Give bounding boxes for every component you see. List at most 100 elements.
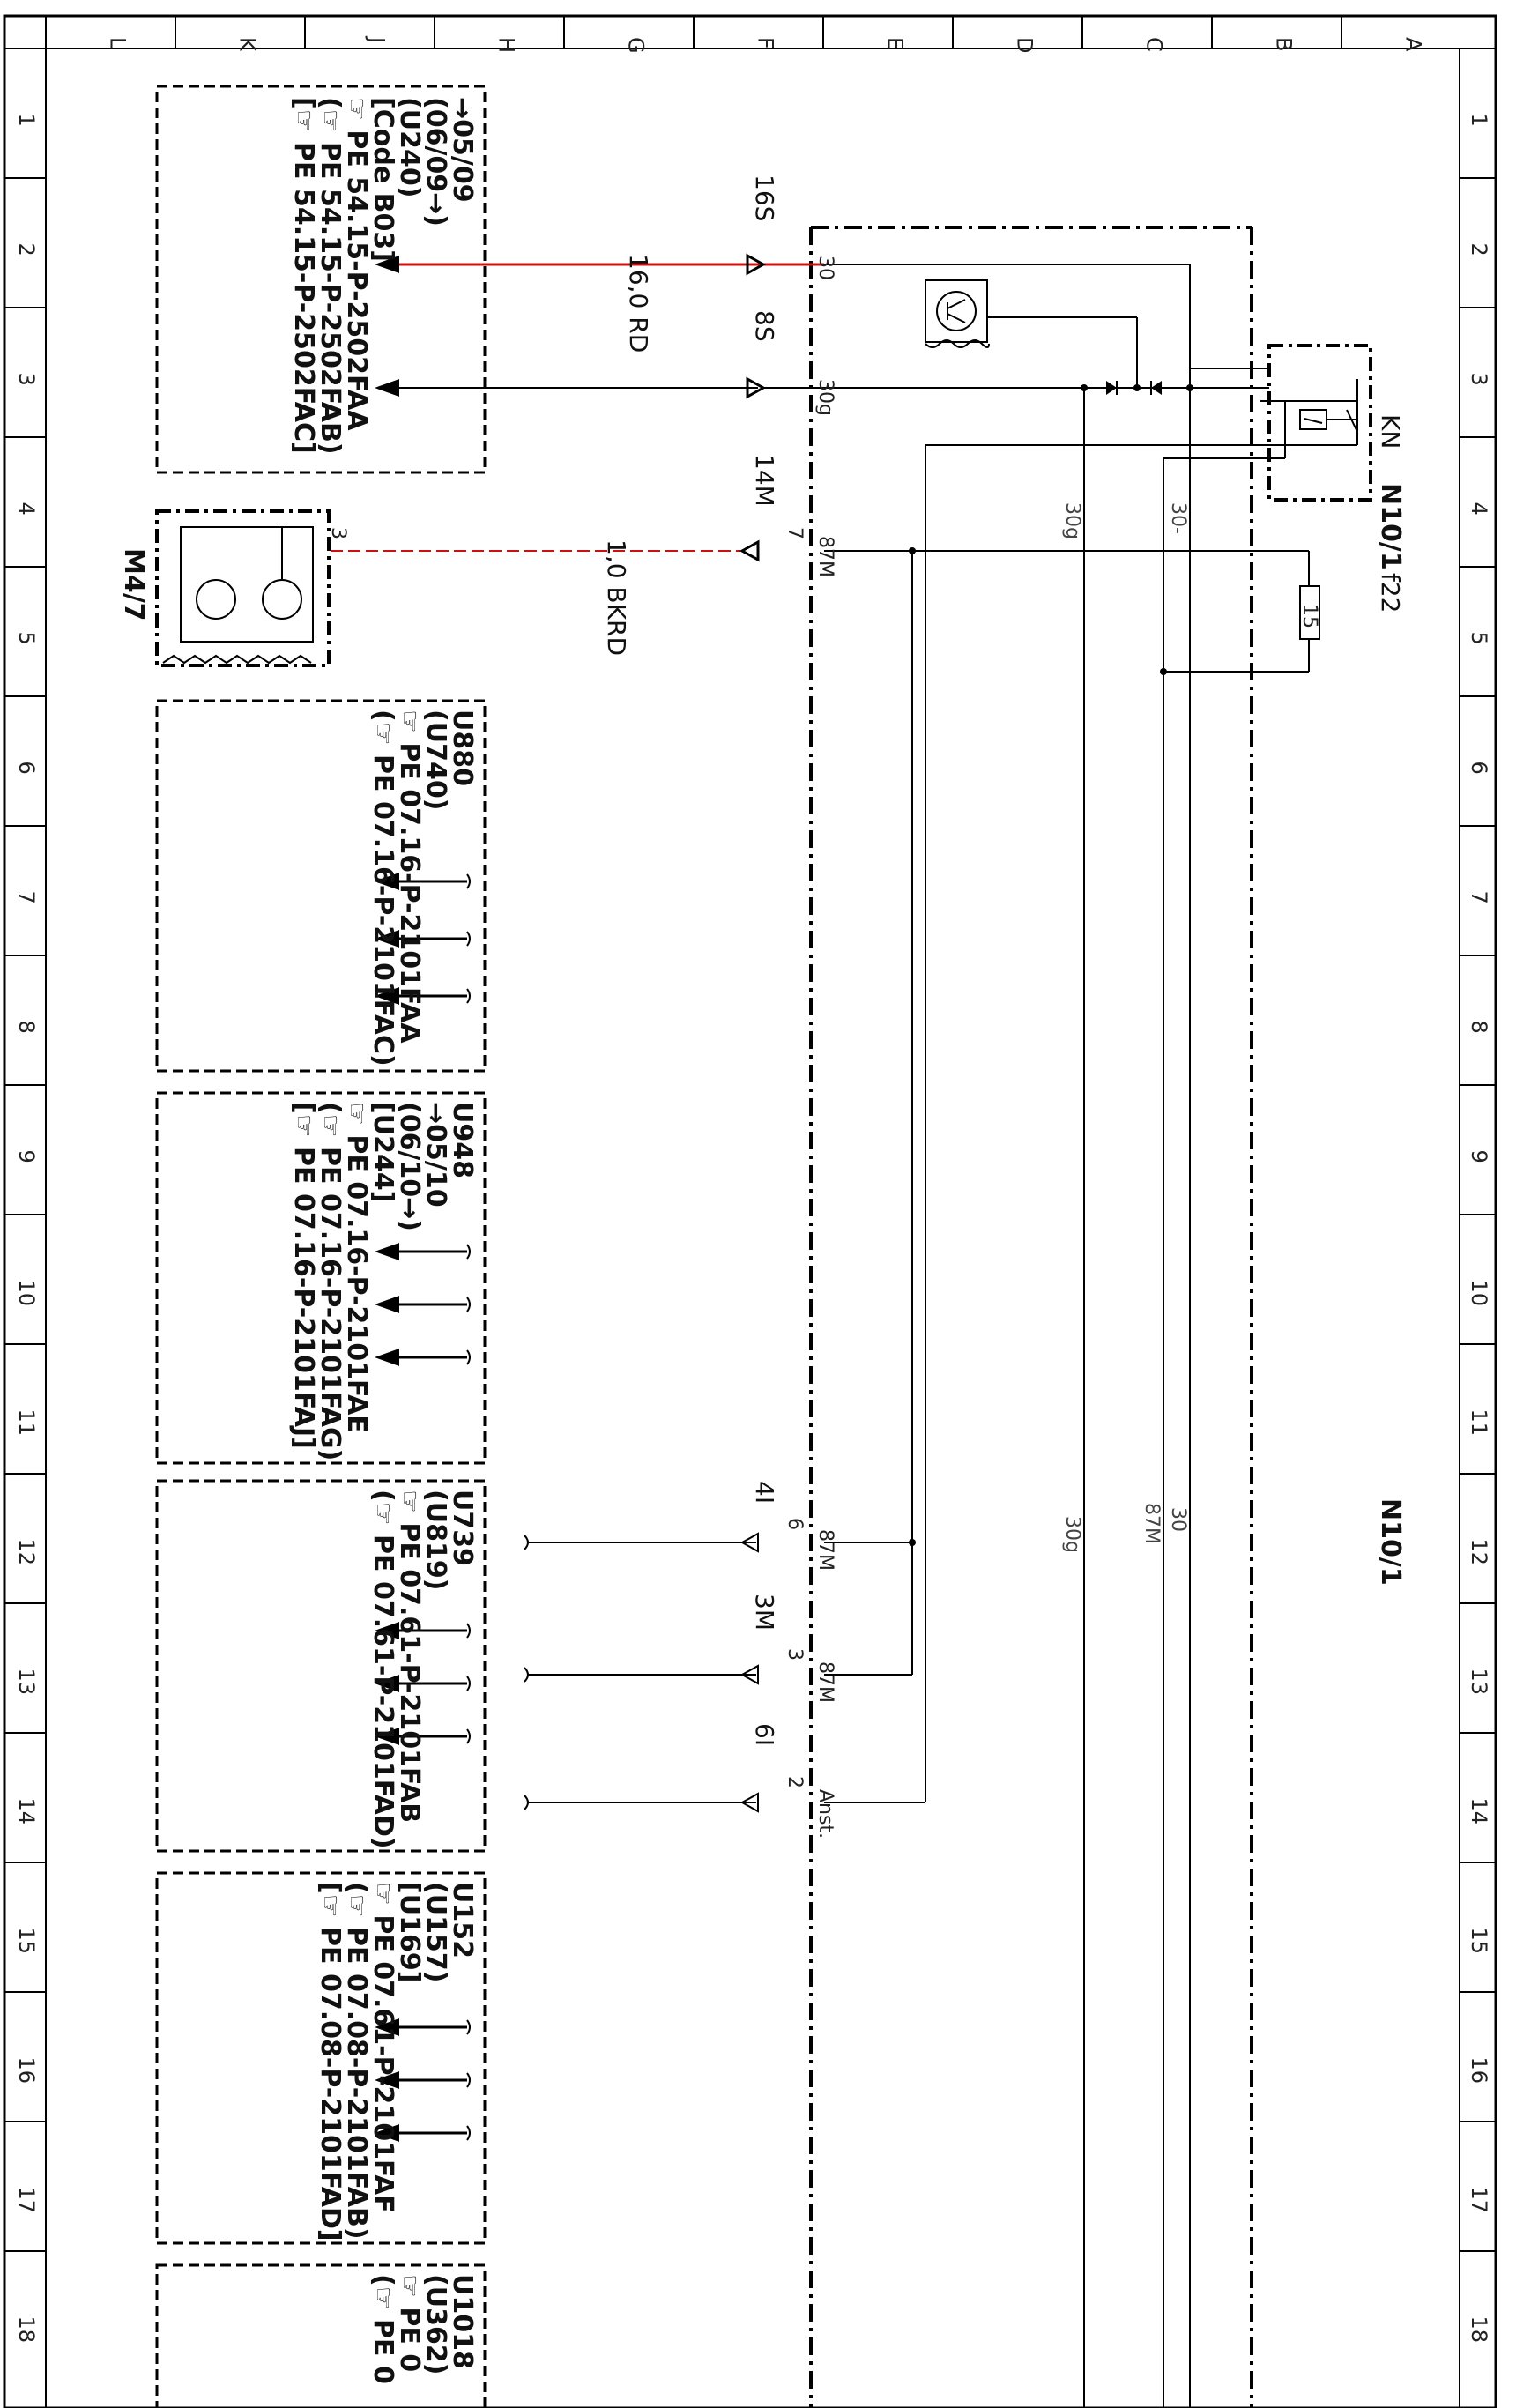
ruler-number-right-1: 1 — [1467, 114, 1491, 127]
pin-3: 3 — [784, 1648, 806, 1661]
box-b2-line-2: ☞ PE 07.16-P-2101FAA — [394, 710, 425, 1044]
box-b6-line-0: U1018 — [447, 2274, 478, 2369]
motor-label: M4/7 — [118, 548, 149, 621]
info-boxes — [155, 85, 487, 2408]
fuse-designation: f22 — [1376, 573, 1405, 613]
pin-30: 30 — [814, 256, 836, 280]
arrow-head — [375, 2071, 399, 2089]
connector-14m: 14M — [750, 454, 779, 507]
box-b4-line-1: (U819) — [420, 1490, 451, 1590]
arrow-tail — [466, 873, 471, 889]
ruler-number-left-6: 6 — [14, 762, 39, 775]
component-bottom-label: N10/1 — [1375, 1498, 1406, 1586]
motor-pin: 3 — [327, 527, 349, 539]
pin-anst: Anst. — [814, 1789, 836, 1839]
box-b2-line-3: (☞ PE 07.16-P-2101FAC) — [368, 710, 398, 1067]
ruler-number-left-5: 5 — [14, 632, 39, 645]
arrow-head — [375, 1296, 399, 1313]
box-b3-line-2: (06/10→) — [394, 1102, 425, 1231]
relay-designation: N10/1 — [1375, 483, 1406, 570]
wire-anst — [824, 444, 1260, 1803]
pin-87m-c: 87M — [814, 1661, 836, 1703]
ruler-number-right-14: 14 — [1467, 1798, 1491, 1825]
connector-6i: 6I — [750, 1723, 779, 1746]
ruler-number-left-4: 4 — [14, 502, 39, 516]
relay-kn — [1260, 344, 1372, 502]
box-b6-line-2: ☞ PE 0 — [394, 2274, 425, 2372]
arrow-head — [375, 1349, 399, 1366]
box-b3-line-0: U948 — [447, 1102, 478, 1178]
ruler-number-right-7: 7 — [1467, 891, 1491, 904]
arrow-tail — [466, 1728, 471, 1744]
wire-87m — [824, 457, 1320, 2408]
box-b5-line-3: ☞ PE 07.61-P-2101FAF — [368, 1882, 398, 2213]
box-b5-line-4: (☞ PE 07.08-P-2101FAB) — [341, 1882, 372, 2240]
wire-label-87m-bottom: 87M — [1141, 1503, 1163, 1544]
box-b4-line-0: U739 — [447, 1490, 478, 1566]
ruler-number-right-15: 15 — [1467, 1928, 1491, 1955]
connector-3m: 3M — [750, 1594, 779, 1631]
arrow-tail — [466, 2072, 471, 2088]
signal-arrows — [375, 873, 471, 2142]
wire-label-bkrd: 1,0 BKRD — [602, 539, 631, 656]
ruler-number-right-16: 16 — [1467, 2057, 1491, 2085]
box-b1-line-0: →05/09 — [447, 97, 478, 203]
ruler-letter-D: D — [1013, 37, 1037, 53]
pin-2: 2 — [784, 1776, 806, 1788]
ruler-letter-A: A — [1401, 37, 1426, 52]
arrow-tail — [466, 931, 471, 947]
box-b3-line-1: →05/10 — [420, 1102, 451, 1208]
ruler-number-left-7: 7 — [14, 891, 39, 904]
arrow-head — [375, 1622, 399, 1639]
wire-label-30g-top: 30g — [1061, 502, 1083, 539]
ruler-letter-J: J — [365, 35, 390, 43]
ruler-letter-C: C — [1142, 37, 1167, 52]
ruler-number-right-4: 4 — [1467, 502, 1491, 516]
wire-label-16rd: 16,0 RD — [624, 254, 653, 353]
junctions — [909, 547, 1167, 1546]
ruler-letter-B: B — [1272, 37, 1297, 51]
arrow-head — [375, 2018, 399, 2036]
box-b1-line-5: (☞ PE 54.15-P-2502FAB) — [315, 97, 346, 455]
ruler-number-left-3: 3 — [14, 373, 39, 386]
motor-m4-7 — [155, 509, 331, 667]
ruler-letter-E: E — [883, 37, 908, 50]
ruler-number-right-18: 18 — [1467, 2316, 1491, 2344]
pin-30g: 30g — [814, 379, 836, 416]
wire-label-30-bottom: 30 — [1167, 1507, 1189, 1532]
arrow-tail — [466, 1676, 471, 1691]
ruler-letter-K: K — [235, 37, 260, 52]
arrow-tail — [466, 1244, 471, 1260]
box-b3-line-4: ☞ PE 07.16-P-2101FAE — [341, 1102, 372, 1433]
connector-4i: 4I — [750, 1481, 779, 1504]
ruler-number-right-12: 12 — [1467, 1539, 1491, 1566]
arrow-head — [375, 2124, 399, 2142]
ruler-number-left-10: 10 — [14, 1280, 39, 1307]
connector-16s: 16S — [750, 175, 779, 221]
box-b3-line-3: [U244] — [368, 1102, 398, 1202]
wire-bkrd — [331, 539, 760, 562]
ruler-number-right-2: 2 — [1467, 243, 1491, 256]
box-b5-line-2: [U169] — [394, 1882, 425, 1982]
box-b1-line-1: (06/09→) — [420, 97, 451, 227]
ruler-number-right-8: 8 — [1467, 1021, 1491, 1034]
ruler-letter-F: F — [754, 37, 778, 49]
wire-label-30-top: 30- — [1167, 502, 1189, 534]
pin-7: 7 — [784, 527, 806, 539]
ruler-number-left-14: 14 — [14, 1798, 39, 1825]
box-b6-line-1: (U362) — [420, 2274, 451, 2375]
box-b1-line-3: [Code B03] — [368, 97, 398, 262]
wire-feeds — [524, 1532, 759, 1813]
arrow-head — [375, 930, 399, 948]
arrow-head — [375, 1243, 399, 1260]
arrow-tail — [466, 2125, 471, 2141]
transistor-symbol — [925, 279, 1138, 388]
pin-87m-a: 87M — [814, 536, 836, 577]
box-b4-line-3: (☞ PE 07.61-P-2101FAD) — [368, 1490, 398, 1849]
ruler-number-left-17: 17 — [14, 2187, 39, 2214]
ruler-number-left-12: 12 — [14, 1539, 39, 1566]
box-b1-line-4: ☞ PE 54.15-P-2502FAA — [341, 97, 372, 431]
